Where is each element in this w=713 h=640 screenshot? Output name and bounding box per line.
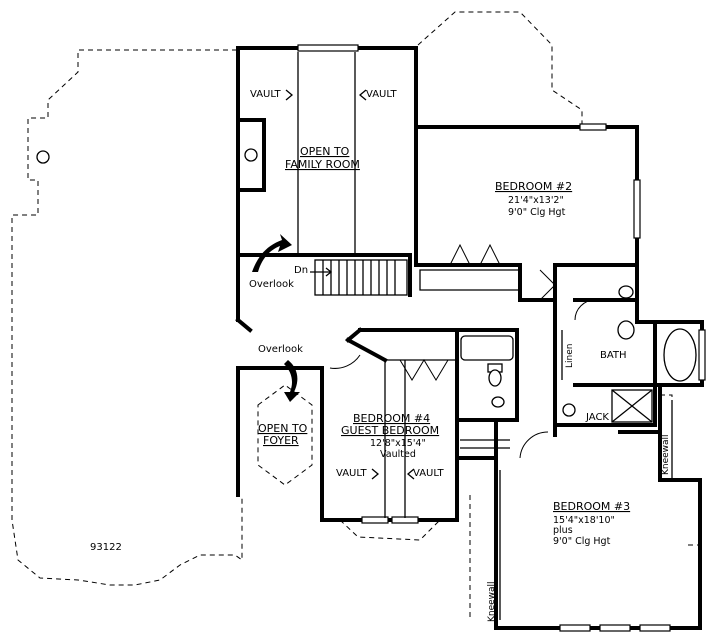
bed4-vault-left-label: VAULT [336,468,368,479]
bath-tub [663,328,697,382]
bedroom4-subtitle: GUEST BEDROOM [341,424,439,437]
bedroom3-title: BEDROOM #3 [553,500,630,513]
bedroom3-dims: 15'4"x18'10" [553,515,615,526]
door-bed4 [329,354,361,369]
bedroom2-dims: 21'4"x13'2" [508,195,564,206]
door-closet-bed4 [399,359,449,381]
bed4-vault-right-arrow [406,468,415,480]
lower-fireplace-symbol [36,150,50,164]
window-bath-right [698,329,706,381]
bedroom4-diag-wall [345,327,388,363]
open-family-line2: FAMILY ROOM [285,158,360,171]
vault-left-label: VAULT [250,89,282,100]
bed4-vault-right-label: VAULT [413,468,445,479]
hall-wall-a [235,317,253,333]
bedroom3-north-wall [553,423,662,437]
window-bed3-bottom2 [599,624,631,632]
bath-sink-upper [618,285,634,299]
stair-rail [236,253,412,297]
closet-wall [518,263,557,302]
fireplace-symbol [244,148,258,162]
overlook-arrow-mid [284,360,300,402]
door-bath [574,299,596,321]
kneewall-left-label: Kneewall [487,581,497,622]
fireplace-chase [236,118,266,192]
hall-sink [491,396,505,408]
bedroom4-ceiling: Vaulted [380,449,416,460]
door-closet-bed2 [449,243,501,266]
jack-label: JACK [585,412,609,423]
stair [310,259,408,296]
bedroom4-north-wall [358,328,519,422]
open-foyer-line2: FOYER [263,434,299,447]
door-closet-hall [539,269,556,301]
vault-right-label: VAULT [366,89,398,100]
window-bed4-bottom1 [361,516,389,524]
door-bed3 [519,431,549,459]
window-bed3-bottom1 [559,624,591,632]
window-bed3-bottom3 [639,624,671,632]
bedroom4-dims: 12'8"x15'4" [370,438,426,449]
bedroom3-extra: plus [553,525,573,536]
overlook-arrow-top [252,234,292,272]
bedroom2-ceiling: 9'0" Clg Hgt [508,207,566,218]
bedroom4-bay-outline [339,519,441,541]
hall-linen [455,418,498,460]
bath-sink-jack [562,403,576,417]
window-bed2-top [579,123,607,131]
bed4-vault-left-arrow [371,468,380,480]
hall-toilet-bowl [488,369,502,387]
bedroom4-title: BEDROOM #4 [353,412,430,425]
linen-label: Linen [565,344,575,368]
bedroom3-ceiling: 9'0" Clg Hgt [553,536,611,547]
bath-toilet [617,320,635,340]
kneewall-right-label: Kneewall [661,434,671,475]
bedroom2-title: BEDROOM #2 [495,180,572,193]
open-family-line1: OPEN TO [300,145,350,158]
open-foyer-line1: OPEN TO [258,422,308,435]
bath-label: BATH [600,350,627,361]
vault-right-arrow [358,89,367,101]
vault-left-arrow [285,89,294,101]
lower-floor-outline [11,49,243,586]
window-top-family [297,44,359,52]
stair-rail-inner [419,269,521,291]
upper-bay-outline [417,11,583,125]
bath-block-inner [608,383,657,427]
overlook-top-label: Overlook [249,279,294,290]
outer-wall [236,46,704,630]
window-bed2-right [633,179,641,239]
foyer-hexagon [257,384,313,486]
plan-number: 93122 [90,542,122,553]
hall-tub [460,335,514,361]
shower-x2 [611,389,653,423]
stair-dn-label: Dn [294,265,308,276]
shower [611,389,653,423]
overlook-mid-label: Overlook [258,344,303,355]
bath-block-west [553,298,612,427]
